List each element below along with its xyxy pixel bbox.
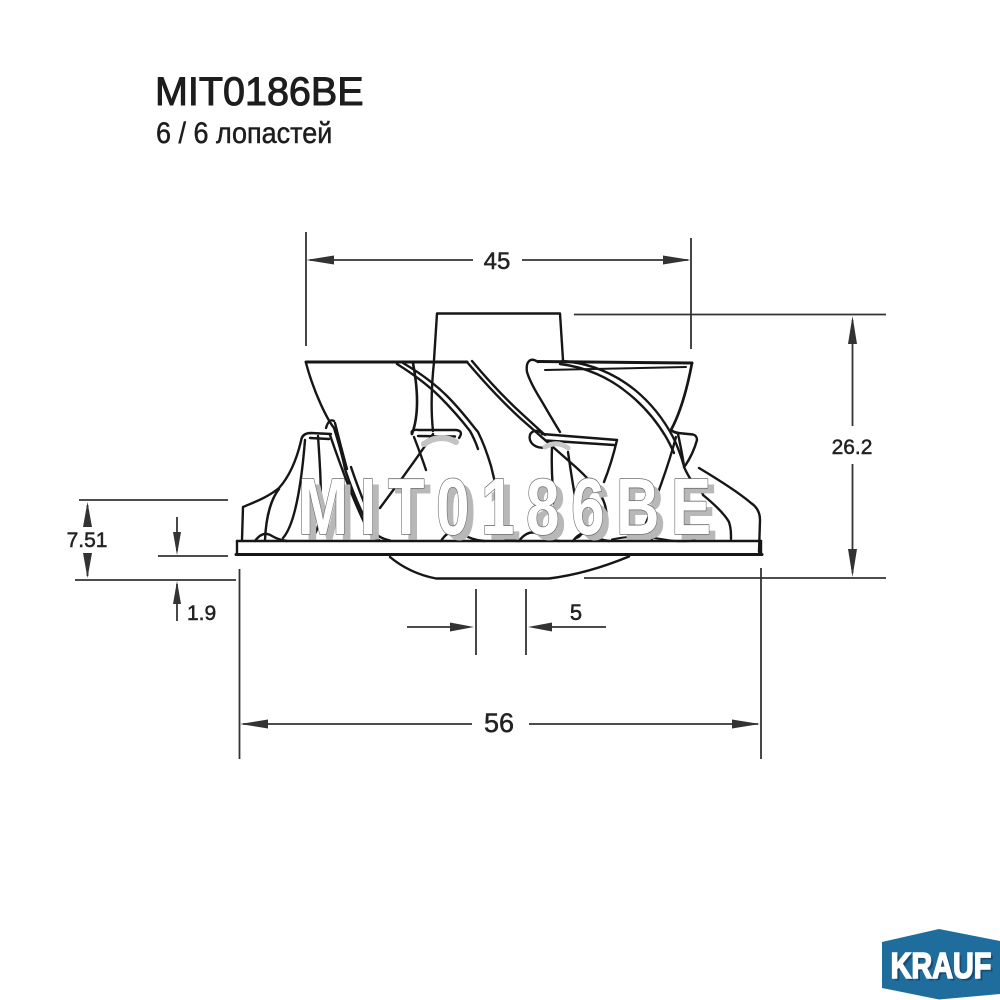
svg-text:6 / 6 лопастей: 6 / 6 лопастей [156,117,332,151]
svg-text:KRAUF: KRAUF [891,945,992,986]
svg-text:7.51: 7.51 [67,529,108,552]
svg-text:MIT0186BE: MIT0186BE [298,462,723,551]
svg-text:MIT0186BE: MIT0186BE [305,467,730,556]
svg-text:5: 5 [570,600,582,625]
svg-text:26.2: 26.2 [832,436,873,459]
svg-text:56: 56 [484,708,514,738]
svg-text:1.9: 1.9 [187,602,216,625]
svg-text:KRAUF: KRAUF [893,947,994,988]
svg-text:45: 45 [484,248,511,275]
svg-text:MIT0186BE: MIT0186BE [155,70,364,114]
